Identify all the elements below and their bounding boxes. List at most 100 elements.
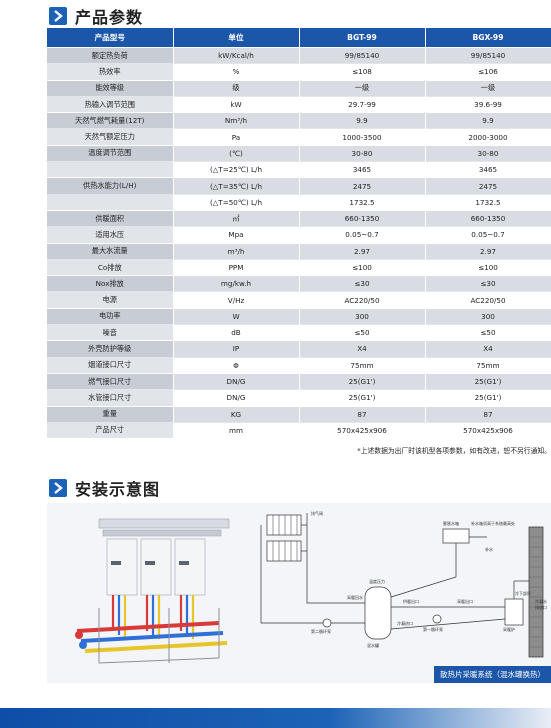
section-header-params: 产品参数	[49, 4, 143, 28]
value-cell: 570x425x906	[425, 421, 551, 439]
param-name-cell: Nox排放	[47, 275, 174, 292]
param-name-cell: 供热水能力(L/H)	[47, 177, 174, 195]
value-cell: 2475	[299, 177, 426, 195]
label-supply-out: 供暖出口	[403, 598, 419, 604]
table-row: 热效率%≤108≤106	[47, 63, 551, 81]
value-cell: 300	[425, 307, 551, 325]
value-cell: ≤100	[425, 258, 551, 276]
value-cell: 87	[299, 405, 426, 423]
label-chimney-b: 排放口	[535, 604, 547, 610]
value-cell: 一级	[425, 79, 551, 97]
diagram-caption: 散热片采暖系统（混水罐换热）	[434, 666, 551, 683]
param-name-cell: 烟道接口尺寸	[47, 356, 174, 374]
unit-cell: %	[173, 63, 300, 81]
param-name-cell: 额定热负荷	[47, 46, 174, 64]
label-expansion-tank: 膨胀水箱	[443, 520, 459, 526]
value-cell: 39.6-99	[425, 95, 551, 113]
label-heater: 采暖炉	[503, 626, 515, 632]
unit-cell: PPM	[173, 258, 300, 276]
value-cell: 1732.5	[425, 193, 551, 211]
value-cell: ≤30	[299, 275, 426, 292]
installation-diagram: 排气阀 膨胀水箱 补水箱须高于系统最高处 补水 温度压力 采暖回水 混水罐 第二…	[47, 503, 551, 683]
value-cell: ≤50	[299, 324, 426, 341]
param-name-cell: 热输入调节范围	[47, 95, 174, 113]
value-cell: 3465	[299, 161, 426, 178]
param-name-cell: 外壳防护等级	[47, 340, 174, 358]
value-cell: 570x425x906	[299, 421, 426, 439]
value-cell: 25(G1')	[299, 389, 426, 407]
param-name-cell: 水管接口尺寸	[47, 389, 174, 407]
value-cell: AC220/50	[299, 291, 426, 309]
footer-bar	[0, 708, 551, 728]
unit-cell: mg/kw.h	[173, 275, 300, 292]
param-name-cell: 天然气额定压力	[47, 128, 174, 146]
unit-cell: kW/Kcal/h	[173, 46, 300, 64]
value-cell: 0.05~0.7	[299, 226, 426, 244]
unit-cell: (△T=35℃) L/h	[173, 177, 300, 195]
column-header: 单位	[173, 28, 300, 48]
unit-cell: DN/G	[173, 372, 300, 390]
value-cell: 9.9	[299, 112, 426, 129]
unit-cell: W	[173, 307, 300, 325]
value-cell: 25(G1')	[425, 389, 551, 407]
value-cell: 2475	[425, 177, 551, 195]
param-name-cell: 噪音	[47, 324, 174, 341]
unit-cell: V/Hz	[173, 291, 300, 309]
value-cell: ≤30	[425, 275, 551, 292]
unit-cell: (℃)	[173, 144, 300, 162]
param-name-cell	[47, 161, 174, 178]
value-cell: 2.97	[299, 242, 426, 260]
label-expansion-note: 补水箱须高于系统最高处	[471, 520, 515, 526]
label-exhaust: 排气阀	[311, 510, 323, 516]
value-cell: 30-80	[425, 144, 551, 162]
unit-cell: m³/h	[173, 242, 300, 260]
boiler-array-illustration	[75, 518, 230, 664]
column-header: BGX-99	[425, 28, 551, 48]
unit-cell: 级	[173, 79, 300, 97]
value-cell: 99/85140	[425, 46, 551, 64]
unit-cell: Φ	[173, 356, 300, 374]
disclaimer-note: *上述数据为出厂时该机型各项参数，如有改进，恕不另行通知。	[357, 447, 551, 455]
label-tank: 混水罐	[367, 642, 379, 648]
value-cell: ≤106	[425, 63, 551, 81]
value-cell: 1732.5	[299, 193, 426, 211]
section-header-install: 安装示意图	[49, 476, 160, 500]
param-name-cell: 能效等级	[47, 79, 174, 97]
value-cell: 300	[299, 307, 426, 325]
section-title: 安装示意图	[75, 480, 161, 499]
value-cell: 3465	[425, 161, 551, 178]
value-cell: 25(G1')	[425, 372, 551, 390]
unit-cell: KG	[173, 405, 300, 423]
label-chimney-a: 冷凝水	[535, 598, 547, 604]
table-row: 能效等级级一级一级	[47, 79, 551, 97]
value-cell: 99/85140	[299, 46, 426, 64]
value-cell: 75mm	[425, 356, 551, 374]
label-gauge: 温度压力	[369, 578, 385, 584]
param-name-cell: 电源	[47, 291, 174, 309]
param-name-cell: 热效率	[47, 63, 174, 81]
unit-cell: Nm³/h	[173, 112, 300, 129]
value-cell: 一级	[299, 79, 426, 97]
column-header: 产品型号	[47, 28, 174, 48]
value-cell: 29.7-99	[299, 95, 426, 113]
param-name-cell: 供暖面积	[47, 209, 174, 227]
value-cell: X4	[425, 340, 551, 358]
